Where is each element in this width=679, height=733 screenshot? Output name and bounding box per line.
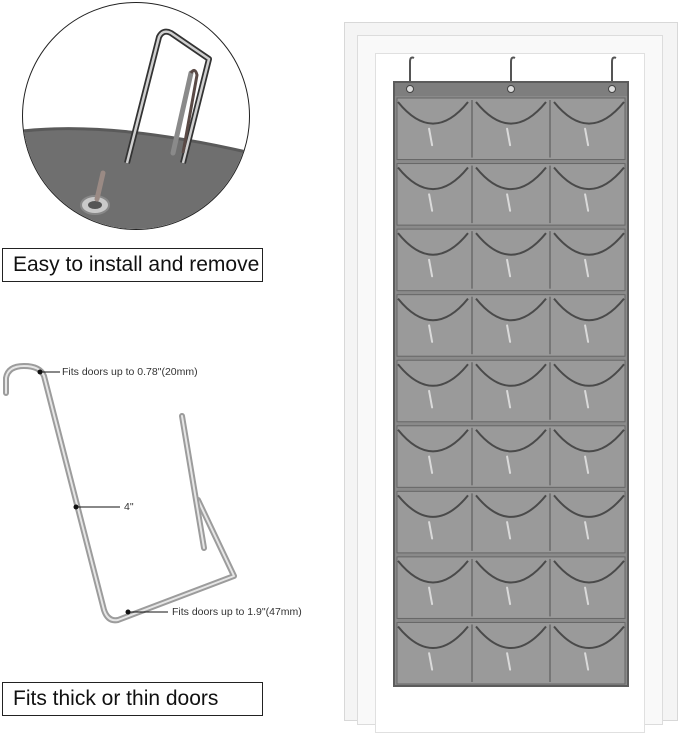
pocket-shine — [506, 521, 512, 540]
pocket-shine — [428, 652, 434, 671]
pocket-row-2 — [396, 163, 626, 226]
pocket-opening — [475, 625, 547, 650]
pocket-opening — [553, 429, 625, 453]
pocket-shine — [584, 127, 590, 147]
pocket-opening — [397, 494, 469, 518]
pocket-row-1 — [396, 97, 626, 161]
hook-diagram — [3, 363, 237, 624]
pocket-shine — [584, 586, 590, 606]
pocket-opening — [475, 429, 547, 453]
pocket-row-6 — [396, 425, 626, 488]
pocket-row-8 — [396, 556, 626, 619]
pocket-opening — [397, 232, 469, 256]
pocket-row-5 — [396, 359, 626, 423]
top-fit-label: Fits doors up to 0.78"(20mm) — [62, 366, 198, 378]
hook-closeup-circle — [22, 2, 250, 230]
pocket-shine — [428, 390, 434, 409]
pocket-shine — [506, 652, 512, 671]
pocket-opening — [475, 101, 547, 125]
pocket-opening — [553, 494, 625, 518]
pocket-opening — [397, 625, 469, 650]
pocket-opening — [553, 232, 625, 256]
pocket-shine — [428, 193, 434, 212]
pocket-row-4 — [396, 294, 626, 357]
pocket-shine — [506, 193, 512, 212]
pocket-opening — [475, 560, 547, 584]
pocket-shine — [428, 455, 434, 474]
pocket-opening — [475, 232, 547, 256]
pocket-shine — [506, 127, 512, 147]
pocket-shine — [428, 258, 434, 278]
pocket-shine — [584, 193, 590, 212]
bottom-fit-label: Fits doors up to 1.9"(47mm) — [172, 606, 302, 618]
pocket-row-7 — [396, 490, 626, 554]
pocket-shine — [584, 258, 590, 278]
organizer-border — [393, 81, 629, 687]
door-hook-1 — [409, 56, 415, 88]
height-label: 4" — [124, 501, 134, 513]
door-hook-2 — [510, 56, 516, 88]
pocket-shine — [428, 521, 434, 540]
grommet-2 — [507, 85, 515, 93]
pocket-shine — [506, 258, 512, 278]
install-caption: Easy to install and remove — [2, 248, 263, 282]
pocket-shine — [584, 324, 590, 343]
pocket-opening — [397, 101, 469, 125]
pocket-shine — [584, 521, 590, 540]
pocket-row-9 — [396, 621, 626, 685]
pocket-opening — [397, 298, 469, 322]
pocket-opening — [475, 166, 547, 191]
pocket-opening — [475, 298, 547, 322]
pocket-opening — [397, 166, 469, 191]
pocket-shine — [584, 390, 590, 409]
pocket-row-3 — [396, 228, 626, 292]
pocket-shine — [584, 455, 590, 474]
pocket-opening — [397, 429, 469, 453]
pocket-opening — [553, 298, 625, 322]
grommet-3 — [608, 85, 616, 93]
doors-caption: Fits thick or thin doors — [2, 682, 263, 716]
pocket-opening — [397, 363, 469, 387]
pocket-opening — [397, 560, 469, 584]
pocket-shine — [506, 390, 512, 409]
pocket-opening — [553, 101, 625, 125]
pocket-opening — [553, 166, 625, 191]
pocket-shine — [428, 324, 434, 343]
pocket-opening — [553, 560, 625, 584]
door-hook-3 — [611, 56, 617, 88]
pocket-shine — [506, 324, 512, 343]
pocket-opening — [553, 625, 625, 650]
doors-caption-text: Fits thick or thin doors — [13, 687, 219, 710]
pocket-shine — [506, 586, 512, 606]
pocket-opening — [553, 363, 625, 387]
pocket-shine — [584, 652, 590, 671]
hook-closeup-illustration — [23, 28, 249, 229]
install-caption-text: Easy to install and remove — [13, 253, 260, 276]
pocket-shine — [506, 455, 512, 474]
pocket-opening — [475, 363, 547, 387]
pocket-shine — [428, 127, 434, 147]
pocket-opening — [475, 494, 547, 518]
pocket-shine — [428, 586, 434, 606]
grommet-1 — [406, 85, 414, 93]
